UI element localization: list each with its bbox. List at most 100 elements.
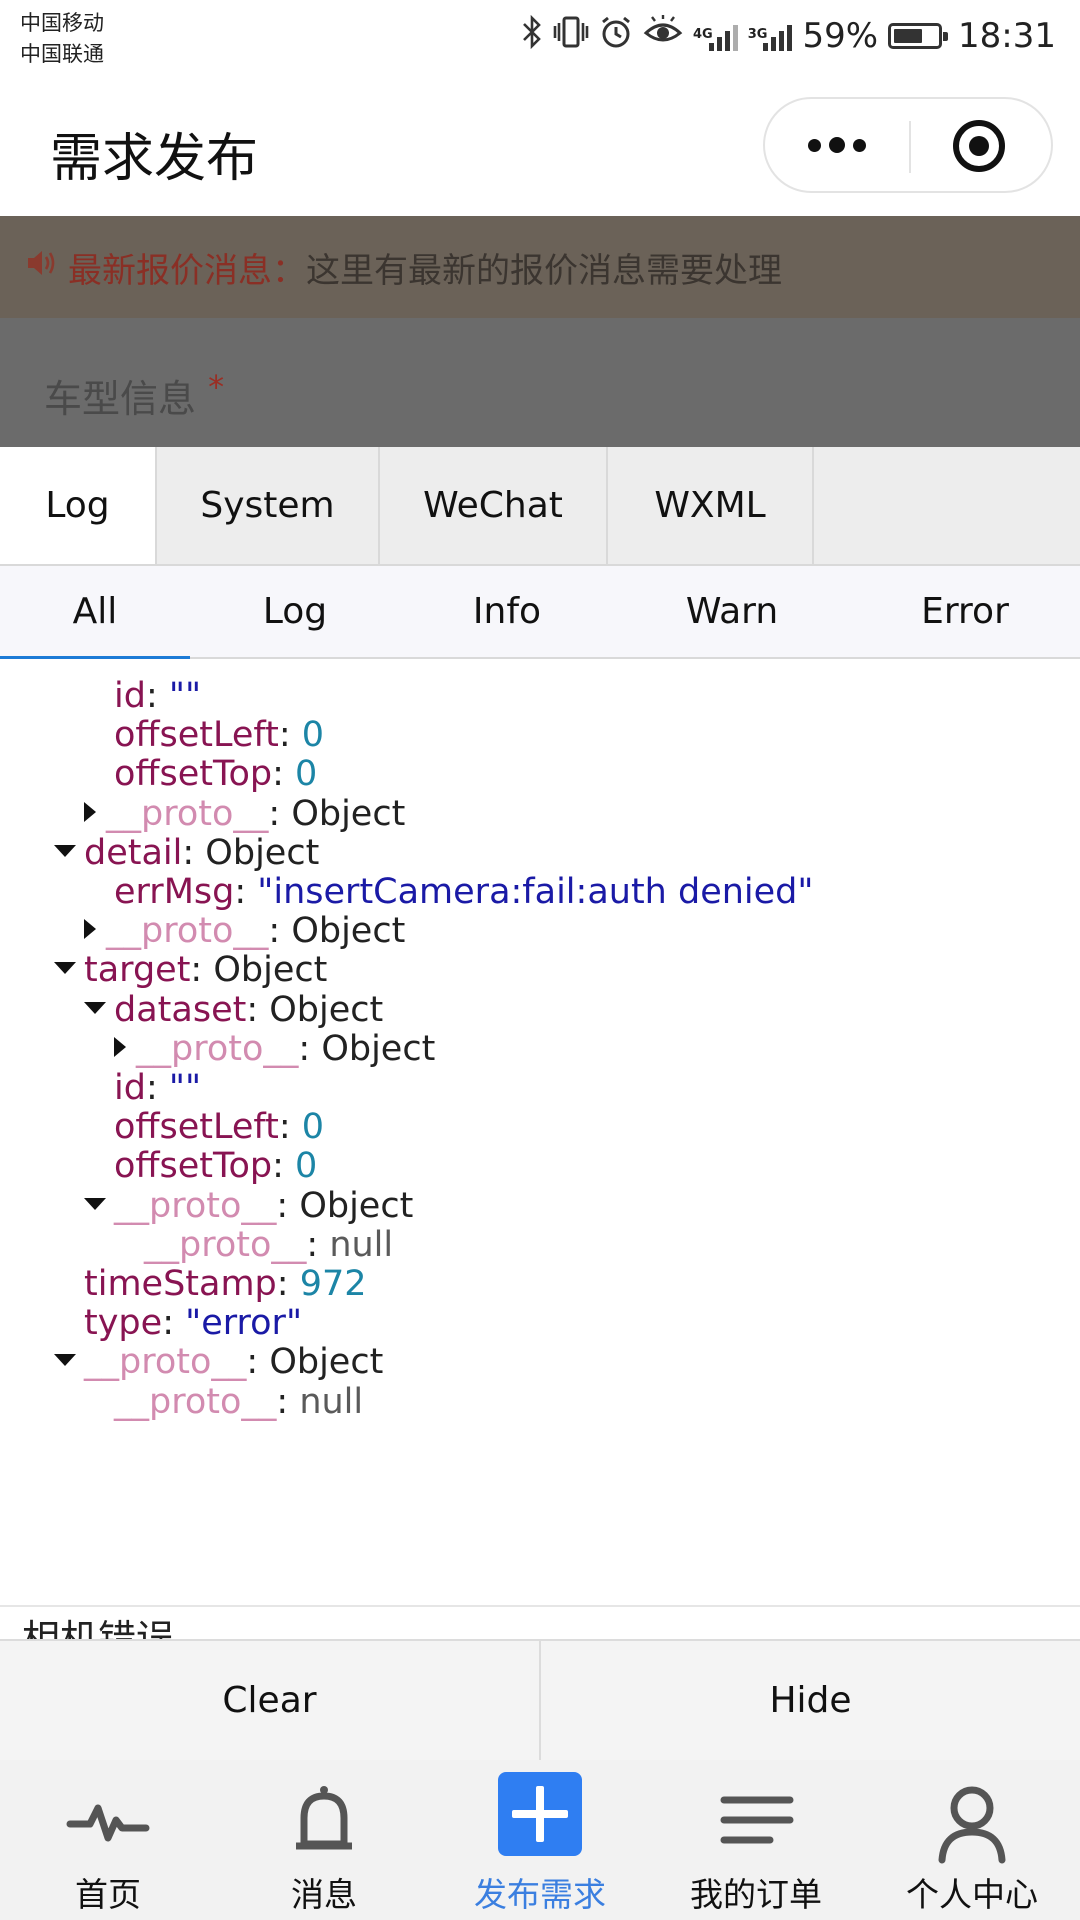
log-tree-row: offsetLeft: 0 [114, 1103, 324, 1151]
network-type-1: 4G [693, 27, 713, 42]
log-separator: : [276, 1381, 300, 1422]
log-value: 0 [301, 1107, 325, 1148]
tabbar-item-orders[interactable]: 我的订单 [648, 1760, 864, 1920]
log-tree-row[interactable]: __proto__: Object [114, 1025, 435, 1073]
hide-button[interactable]: Hide [539, 1641, 1080, 1760]
caret-down-icon[interactable] [54, 844, 76, 857]
log-separator: : [298, 1028, 322, 1069]
log-value: "insertCamera:fail:auth denied" [257, 872, 814, 912]
log-tree-row[interactable]: __proto__: Object [84, 790, 405, 838]
log-key: id [114, 1068, 146, 1108]
clear-button[interactable]: Clear [222, 1680, 317, 1721]
filter-info[interactable]: Info [472, 591, 542, 632]
caret-right-icon[interactable] [84, 919, 96, 940]
log-tree-row: timeStamp: 972 [84, 1260, 367, 1308]
tab-wxml[interactable]: WXML [608, 447, 814, 564]
more-dots-icon[interactable] [765, 99, 909, 191]
log-key: timeStamp [84, 1264, 277, 1304]
log-value: Object [213, 950, 328, 991]
menu-capsule [763, 97, 1053, 193]
log-value: 972 [299, 1264, 367, 1304]
vconsole-panel: Log System WeChat WXML All Log Info Warn… [0, 447, 1080, 1760]
filter-all[interactable]: All [0, 566, 190, 659]
capsule-close-icon[interactable] [953, 120, 1005, 172]
log-separator: : [234, 872, 258, 912]
log-key: offsetTop [114, 754, 273, 795]
required-mark: * [208, 368, 225, 406]
tabbar-item-messages[interactable]: 消息 [216, 1760, 432, 1920]
log-value: 0 [295, 1146, 318, 1187]
speaker-icon [24, 247, 58, 287]
log-key: __proto__ [84, 1342, 247, 1383]
caret-down-icon[interactable] [84, 1197, 106, 1210]
log-separator: : [268, 911, 292, 952]
log-key: offsetLeft [114, 1107, 279, 1148]
log-key: detail [84, 832, 183, 873]
log-separator: : [182, 832, 206, 873]
tabbar-item-profile[interactable]: 个人中心 [864, 1760, 1080, 1920]
log-value: 0 [295, 754, 318, 795]
log-tree-row: type: "error" [84, 1299, 302, 1347]
tab-log[interactable]: Log [0, 447, 157, 564]
signal-icon: 4G [693, 21, 738, 51]
log-value: "error" [185, 1303, 303, 1344]
log-separator: : [276, 1264, 300, 1304]
tab-system[interactable]: System [157, 447, 380, 564]
log-tree-row[interactable]: detail: Object [54, 829, 319, 877]
log-separator: : [276, 1185, 300, 1226]
log-tree-row[interactable]: dataset: Object [84, 986, 383, 1034]
filter-log[interactable]: Log [262, 591, 328, 632]
log-separator: : [268, 793, 292, 834]
caret-right-icon[interactable] [114, 1036, 126, 1057]
log-value: Object [291, 911, 406, 952]
carrier-1: 中国移动 [20, 11, 104, 35]
log-key: id [114, 676, 146, 716]
battery-percent: 59% [802, 16, 879, 56]
log-key: __proto__ [144, 1224, 307, 1265]
tabbar-item-publish[interactable]: 发布需求 [432, 1760, 648, 1920]
log-separator: : [272, 1146, 296, 1187]
notice-label: 最新报价消息： [68, 250, 306, 291]
log-separator: : [278, 1107, 302, 1148]
eye-icon [643, 14, 683, 58]
alarm-icon [599, 15, 633, 58]
log-key: __proto__ [114, 1185, 277, 1226]
log-tree-row[interactable]: __proto__: Object [84, 1182, 413, 1230]
caret-right-icon[interactable] [84, 801, 96, 822]
caret-down-icon[interactable] [54, 1354, 76, 1367]
filter-warn[interactable]: Warn [685, 591, 779, 632]
carrier-2: 中国联通 [20, 42, 104, 66]
page-title: 需求发布 [50, 129, 259, 189]
log-value: "" [168, 1068, 202, 1108]
bottom-tab-bar: 首页 消息 发布需求 我的订单 个人中心 [0, 1760, 1080, 1920]
log-tree-row: id: "" [114, 1064, 201, 1112]
vehicle-info-label: 车型信息 * [44, 368, 224, 423]
person-icon [938, 1786, 1006, 1864]
log-tree-row: id: "" [114, 672, 201, 720]
log-value: Object [299, 1185, 414, 1226]
section-label-text: 车型信息 [44, 377, 197, 421]
tabbar-label-home: 首页 [75, 1875, 141, 1914]
log-key: __proto__ [106, 793, 269, 834]
caret-down-icon[interactable] [84, 1001, 106, 1014]
log-separator: : [306, 1224, 330, 1265]
clock: 18:31 [958, 16, 1056, 56]
log-value: Object [269, 1342, 384, 1383]
tabbar-label-publish: 发布需求 [474, 1875, 606, 1914]
vconsole-toolbar: Clear Hide [0, 1639, 1080, 1760]
log-key: errMsg [114, 872, 235, 912]
log-key: __proto__ [114, 1381, 277, 1422]
log-tree-row[interactable]: __proto__: Object [84, 907, 405, 955]
price-notice-bar[interactable]: 最新报价消息： 这里有最新的报价消息需要处理 [0, 216, 1080, 318]
tabbar-item-home[interactable]: 首页 [0, 1760, 216, 1920]
tab-wechat[interactable]: WeChat [380, 447, 608, 564]
log-tree-row[interactable]: target: Object [54, 946, 327, 994]
tabbar-label-orders: 我的订单 [690, 1875, 822, 1914]
log-separator: : [272, 754, 296, 795]
log-tree-row[interactable]: __proto__: Object [54, 1338, 383, 1386]
log-key: target [84, 950, 191, 991]
caret-down-icon[interactable] [54, 962, 76, 975]
filter-error[interactable]: Error [921, 591, 1009, 632]
log-value: Object [269, 989, 384, 1030]
